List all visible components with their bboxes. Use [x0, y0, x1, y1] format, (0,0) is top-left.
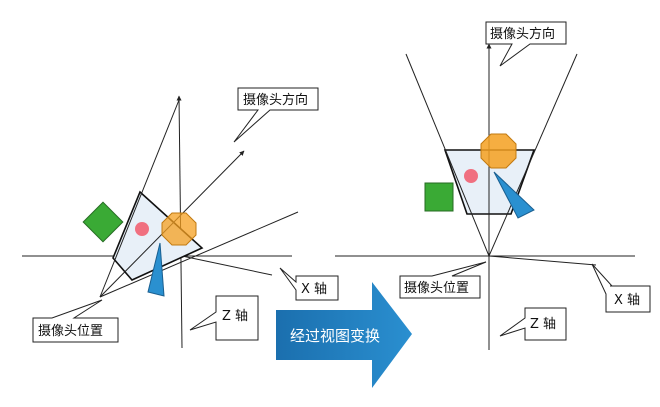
left-ray-3 [99, 211, 299, 298]
right-ray-left [405, 53, 490, 257]
right-camera-direction-callout: 摄像头方向 [485, 21, 567, 67]
left-x-axis-label: X 轴 [301, 282, 327, 297]
left-green-square-shape [82, 201, 124, 243]
left-z-axis-callout: Z 轴 [189, 295, 259, 341]
right-pink-circle-shape [464, 169, 478, 183]
right-view-space: 摄像头方向 摄像头位置 X 轴 Z 轴 [335, 21, 651, 350]
right-x-axis-label: X 轴 [614, 293, 640, 308]
left-blue-triangle-shape [147, 242, 165, 297]
right-camera-position-label: 摄像头位置 [404, 281, 469, 296]
right-ray-right [488, 53, 578, 257]
left-orange-octagon-shape [161, 212, 197, 246]
left-pink-circle-shape [135, 222, 149, 236]
right-green-square-shape [424, 182, 454, 212]
left-world-space: 摄像头方向 摄像头位置 X 轴 Z 轴 [22, 87, 339, 349]
right-z-axis-line [488, 255, 597, 266]
right-z-axis-callout: Z 轴 [499, 307, 567, 341]
left-camera-direction-label: 摄像头方向 [243, 92, 308, 108]
right-x-axis-callout: X 轴 [591, 263, 651, 313]
right-blue-triangle-shape [493, 171, 535, 219]
left-camera-rays [99, 99, 299, 298]
transform-arrow-shape [276, 282, 412, 388]
right-camera-position-callout: 摄像头位置 [399, 261, 487, 299]
left-z-axis-label: Z 轴 [222, 309, 248, 324]
right-camera-direction-label: 摄像头方向 [490, 26, 555, 42]
left-x-axis-callout: X 轴 [279, 267, 339, 301]
left-camera-position-callout: 摄像头位置 [32, 299, 119, 343]
transform-arrow: 经过视图变换 [276, 282, 412, 388]
left-camera-position-label: 摄像头位置 [38, 324, 103, 339]
left-camera-direction-callout: 摄像头方向 [233, 87, 319, 143]
transform-arrow-label: 经过视图变换 [290, 327, 380, 345]
left-z-axis-line [181, 255, 273, 276]
right-orange-octagon-shape [480, 133, 517, 169]
left-ray-1 [99, 99, 180, 298]
right-z-axis-label: Z 轴 [530, 317, 556, 332]
